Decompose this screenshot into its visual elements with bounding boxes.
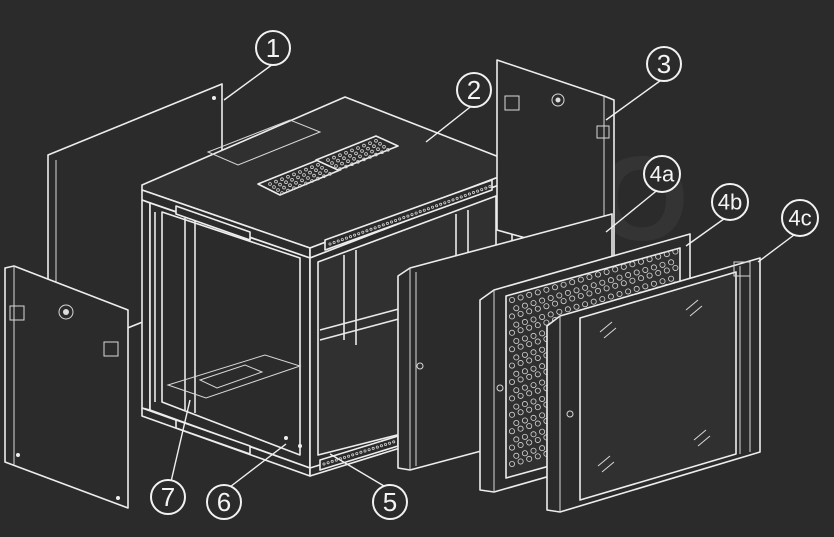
callout-2-label: 2 bbox=[467, 75, 481, 105]
front-vent-strip-top bbox=[175, 205, 251, 241]
callout-4c-label: 4c bbox=[788, 206, 811, 231]
callout-4b: 4b bbox=[711, 183, 749, 221]
callout-4a-label: 4a bbox=[650, 162, 675, 187]
callout-1-label: 1 bbox=[266, 33, 280, 63]
right-side-panel bbox=[496, 59, 615, 263]
front-vent-strip-bottom bbox=[175, 419, 251, 455]
callout-4a: 4a bbox=[643, 155, 681, 193]
callout-4c: 4c bbox=[781, 199, 819, 237]
callout-3: 3 bbox=[646, 46, 682, 82]
callout-7-label: 7 bbox=[161, 482, 175, 512]
callout-7: 7 bbox=[150, 479, 186, 515]
callout-3-label: 3 bbox=[657, 49, 671, 79]
callout-6-label: 6 bbox=[217, 487, 231, 517]
callout-6: 6 bbox=[206, 484, 242, 520]
callout-5-label: 5 bbox=[383, 487, 397, 517]
callout-1: 1 bbox=[255, 30, 291, 66]
callout-5: 5 bbox=[372, 484, 408, 520]
callout-4b-label: 4b bbox=[718, 190, 742, 215]
leader-lines bbox=[169, 63, 799, 491]
left-side-panel bbox=[4, 265, 129, 509]
callout-2: 2 bbox=[456, 72, 492, 108]
glass-door bbox=[546, 257, 761, 513]
